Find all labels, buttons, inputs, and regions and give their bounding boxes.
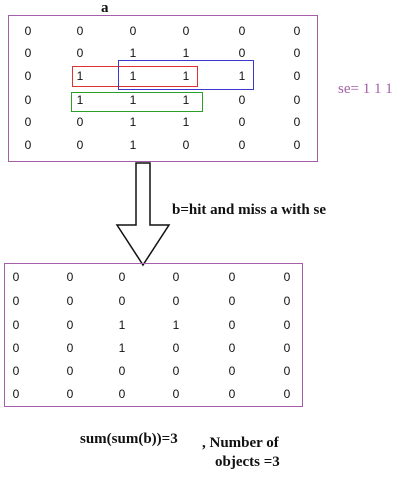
object-count-label-line1: , Number of [202,435,279,451]
matrix-a-cell-r2-c3: 1 [129,46,137,60]
matrix-a-cell-r5-c2: 0 [76,115,84,129]
matrix-b-cell-r6-c4: 0 [172,387,180,401]
matrix-b-cell-r5-c2: 0 [66,364,74,378]
matrix-a-cell-r2-c1: 0 [24,46,32,60]
matrix-a-frame [8,15,318,162]
matrix-a-cell-r5-c1: 0 [24,115,32,129]
matrix-a-cell-r4-c6: 0 [293,93,301,107]
matrix-b-cell-r3-c6: 0 [283,318,291,332]
matrix-b-cell-r4-c1: 0 [12,341,20,355]
matrix-a-cell-r5-c3: 1 [129,115,137,129]
matrix-b-cell-r3-c2: 0 [66,318,74,332]
blue-highlight-box [118,60,254,90]
operation-label: b=hit and miss a with se [172,202,326,218]
matrix-b-cell-r6-c3: 0 [118,387,126,401]
object-count-label-line2: objects =3 [215,454,280,470]
matrix-b-cell-r5-c5: 0 [228,364,236,378]
matrix-b-cell-r2-c6: 0 [283,294,291,308]
matrix-b-cell-r4-c4: 0 [172,341,180,355]
matrix-a-cell-r2-c6: 0 [293,46,301,60]
matrix-b-cell-r2-c4: 0 [172,294,180,308]
green-highlight-box [71,92,203,112]
matrix-a-cell-r4-c2: 1 [76,93,84,107]
red-highlight-box [72,66,198,87]
matrix-a-cell-r2-c2: 0 [76,46,84,60]
matrix-a-label: a [101,0,109,16]
matrix-b-cell-r3-c1: 0 [12,318,20,332]
matrix-a-cell-r3-c5: 1 [238,69,246,83]
matrix-b-cell-r1-c5: 0 [228,270,236,284]
matrix-a-cell-r4-c3: 1 [129,93,137,107]
matrix-a-cell-r5-c6: 0 [293,115,301,129]
matrix-b-cell-r3-c3: 1 [118,318,126,332]
matrix-a-cell-r2-c5: 0 [238,46,246,60]
matrix-a-cell-r4-c5: 0 [238,93,246,107]
matrix-b-cell-r5-c1: 0 [12,364,20,378]
matrix-a-cell-r1-c3: 0 [129,24,137,38]
matrix-a-cell-r2-c4: 1 [182,46,190,60]
matrix-a-cell-r5-c4: 1 [182,115,190,129]
matrix-b-cell-r1-c1: 0 [12,270,20,284]
matrix-a-cell-r6-c5: 0 [238,138,246,152]
matrix-a-cell-r3-c1: 0 [24,69,32,83]
matrix-a-cell-r1-c6: 0 [293,24,301,38]
matrix-b-cell-r4-c2: 0 [66,341,74,355]
matrix-b-cell-r2-c3: 0 [118,294,126,308]
matrix-b-cell-r5-c6: 0 [283,364,291,378]
matrix-b-cell-r1-c4: 0 [172,270,180,284]
matrix-b-cell-r1-c2: 0 [66,270,74,284]
matrix-b-cell-r5-c3: 0 [118,364,126,378]
matrix-a-cell-r5-c5: 0 [238,115,246,129]
matrix-b-cell-r3-c4: 1 [172,318,180,332]
matrix-a-cell-r3-c6: 0 [293,69,301,83]
matrix-b-cell-r3-c5: 0 [228,318,236,332]
matrix-a-cell-r6-c3: 1 [129,138,137,152]
matrix-b-cell-r5-c4: 0 [172,364,180,378]
matrix-b-frame [4,263,303,407]
matrix-a-cell-r1-c4: 0 [182,24,190,38]
matrix-b-cell-r2-c5: 0 [228,294,236,308]
matrix-b-cell-r6-c5: 0 [228,387,236,401]
matrix-b-cell-r6-c2: 0 [66,387,74,401]
matrix-b-cell-r6-c1: 0 [12,387,20,401]
matrix-a-cell-r4-c1: 0 [24,93,32,107]
matrix-b-cell-r4-c5: 0 [228,341,236,355]
matrix-a-cell-r1-c2: 0 [76,24,84,38]
matrix-a-cell-r4-c4: 1 [182,93,190,107]
matrix-b-cell-r1-c6: 0 [283,270,291,284]
matrix-a-cell-r1-c1: 0 [24,24,32,38]
matrix-a-cell-r6-c1: 0 [24,138,32,152]
matrix-a-cell-r6-c4: 0 [182,138,190,152]
structuring-element-label: se= 1 1 1 [338,81,393,97]
matrix-b-cell-r4-c6: 0 [283,341,291,355]
matrix-a-cell-r6-c6: 0 [293,138,301,152]
sum-result-label: sum(sum(b))=3 [80,431,178,447]
matrix-a-cell-r6-c2: 0 [76,138,84,152]
matrix-b-cell-r6-c6: 0 [283,387,291,401]
down-arrow-icon [115,162,171,267]
matrix-b-cell-r2-c2: 0 [66,294,74,308]
matrix-a-cell-r3-c4: 1 [182,69,190,83]
matrix-a-cell-r1-c5: 0 [238,24,246,38]
matrix-a-cell-r3-c3: 1 [129,69,137,83]
matrix-b-cell-r1-c3: 0 [118,270,126,284]
matrix-a-cell-r3-c2: 1 [76,69,84,83]
matrix-b-cell-r4-c3: 1 [118,341,126,355]
matrix-b-cell-r2-c1: 0 [12,294,20,308]
